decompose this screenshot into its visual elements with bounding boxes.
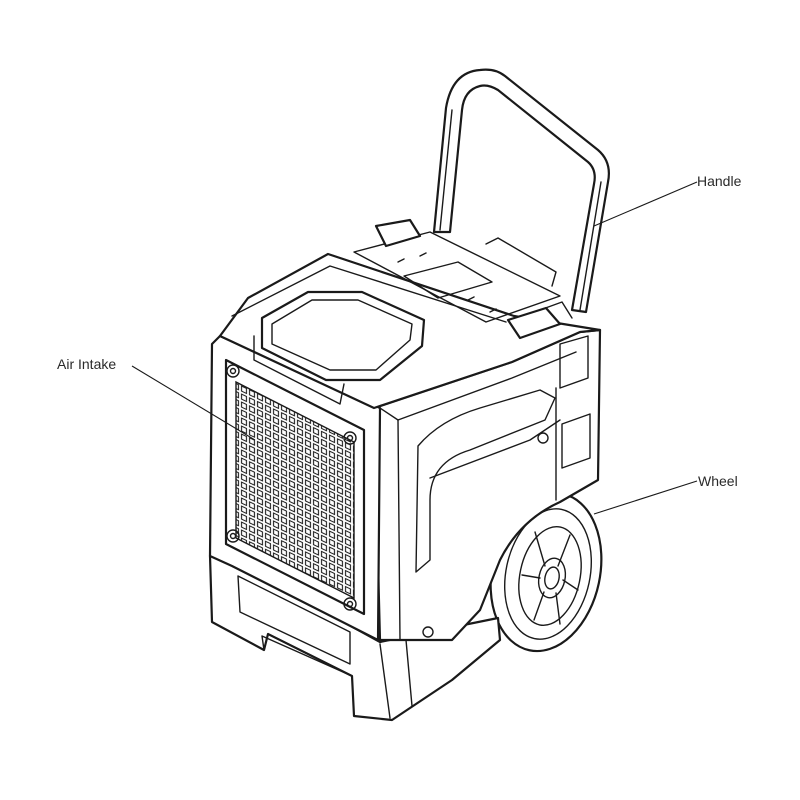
air-intake-leader (131, 365, 256, 441)
handle (432, 68, 610, 314)
air-intake (224, 358, 366, 616)
top-panel (253, 218, 573, 405)
wheel-leader (593, 480, 698, 515)
wheel-spokes (521, 531, 579, 625)
handle-label: Handle (697, 173, 742, 189)
wheel-label: Wheel (698, 473, 738, 489)
base (208, 554, 502, 722)
handle-leader (593, 181, 698, 227)
air-intake-label: Air Intake (57, 356, 117, 372)
